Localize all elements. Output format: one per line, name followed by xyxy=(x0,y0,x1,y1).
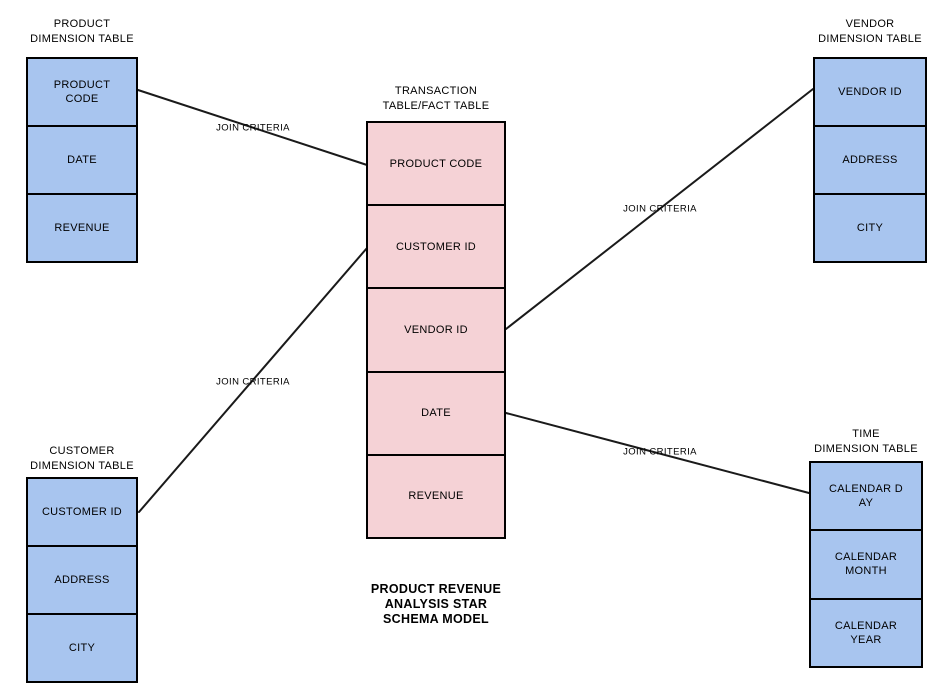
join-criteria-label-product: JOIN CRITERIA xyxy=(216,122,290,134)
time-table-title: TIME DIMENSION TABLE xyxy=(814,428,918,455)
cell-product-revenue: REVENUE xyxy=(28,193,136,261)
join-criteria-label-vendor: JOIN CRITERIA xyxy=(623,203,697,215)
cell-fact-revenue: REVENUE xyxy=(368,453,504,538)
join-criteria-label-customer: JOIN CRITERIA xyxy=(216,376,290,388)
time-dimension-table: CALENDAR D AY CALENDAR MONTH CALENDAR YE… xyxy=(809,461,923,668)
customer-table-title: CUSTOMER DIMENSION TABLE xyxy=(30,445,134,472)
diagram-caption: PRODUCT REVENUE ANALYSIS STAR SCHEMA MOD… xyxy=(370,582,502,626)
cell-fact-product-code: PRODUCT CODE xyxy=(368,123,504,205)
cell-vendor-city: CITY xyxy=(815,193,925,261)
cell-fact-date: DATE xyxy=(368,370,504,454)
cell-vendor-address: ADDRESS xyxy=(815,125,925,193)
customer-dimension-table: CUSTOMER ID ADDRESS CITY xyxy=(26,477,138,683)
cell-calendar-year: CALENDAR YEAR xyxy=(811,597,921,666)
product-table-title: PRODUCT DIMENSION TABLE xyxy=(30,18,134,45)
cell-customer-address: ADDRESS xyxy=(28,545,136,613)
vendor-table-title: VENDOR DIMENSION TABLE xyxy=(818,18,922,45)
transaction-fact-table: PRODUCT CODE CUSTOMER ID VENDOR ID DATE … xyxy=(366,121,506,539)
product-dimension-table: PRODUCT CODE DATE REVENUE xyxy=(26,57,138,263)
cell-product-code: PRODUCT CODE xyxy=(28,59,136,125)
cell-customer-id: CUSTOMER ID xyxy=(28,479,136,545)
cell-vendor-id: VENDOR ID xyxy=(815,59,925,125)
cell-fact-vendor-id: VENDOR ID xyxy=(368,287,504,371)
cell-calendar-day: CALENDAR D AY xyxy=(811,463,921,530)
vendor-dimension-table: VENDOR ID ADDRESS CITY xyxy=(813,57,927,263)
cell-fact-customer-id: CUSTOMER ID xyxy=(368,204,504,288)
cell-customer-city: CITY xyxy=(28,613,136,681)
cell-product-date: DATE xyxy=(28,125,136,193)
join-criteria-label-time: JOIN CRITERIA xyxy=(623,446,697,458)
cell-calendar-month: CALENDAR MONTH xyxy=(811,529,921,598)
fact-table-title: TRANSACTION TABLE/FACT TABLE xyxy=(382,85,490,112)
